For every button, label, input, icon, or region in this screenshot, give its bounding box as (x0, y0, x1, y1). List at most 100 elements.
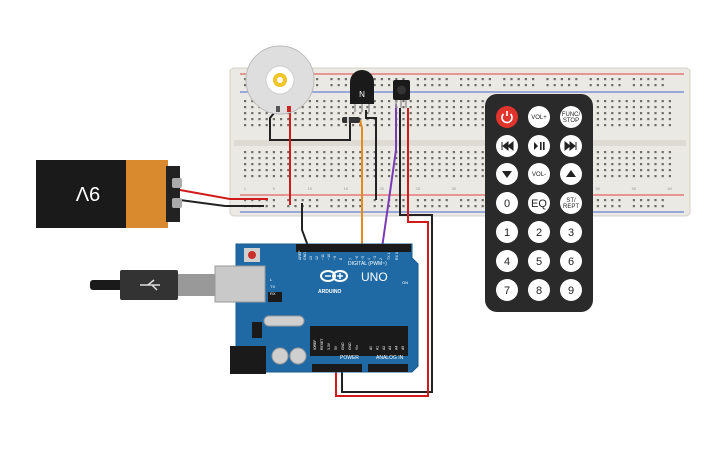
breadboard-hole[interactable] (316, 106, 319, 109)
breadboard-hole[interactable] (460, 199, 463, 202)
remote-button-eight[interactable]: 8 (528, 279, 550, 301)
breadboard-hole[interactable] (604, 112, 607, 115)
breadboard-hole[interactable] (258, 199, 261, 202)
breadboard-hole[interactable] (258, 163, 261, 166)
dc-motor[interactable] (245, 45, 315, 115)
breadboard-hole[interactable] (474, 78, 477, 81)
breadboard-hole[interactable] (467, 151, 470, 154)
breadboard-hole[interactable] (568, 84, 571, 87)
arduino-uno[interactable]: UNO ARDUINO DIGITAL (PWM~) POWER ANALOG … (214, 243, 419, 374)
breadboard-hole[interactable] (424, 169, 427, 172)
breadboard-hole[interactable] (568, 78, 571, 81)
breadboard-hole[interactable] (416, 175, 419, 178)
breadboard-hole[interactable] (445, 205, 448, 208)
breadboard-hole[interactable] (388, 205, 391, 208)
breadboard-hole[interactable] (308, 124, 311, 127)
breadboard-hole[interactable] (258, 118, 261, 121)
breadboard-hole[interactable] (344, 151, 347, 154)
breadboard-hole[interactable] (409, 175, 412, 178)
breadboard-hole[interactable] (452, 175, 455, 178)
breadboard-hole[interactable] (301, 175, 304, 178)
breadboard-hole[interactable] (474, 199, 477, 202)
breadboard-hole[interactable] (359, 163, 362, 166)
breadboard-hole[interactable] (589, 78, 592, 81)
breadboard-hole[interactable] (424, 205, 427, 208)
breadboard-hole[interactable] (402, 157, 405, 160)
breadboard-hole[interactable] (460, 100, 463, 103)
breadboard-hole[interactable] (654, 199, 657, 202)
breadboard-hole[interactable] (647, 151, 650, 154)
breadboard-hole[interactable] (402, 205, 405, 208)
breadboard-hole[interactable] (294, 163, 297, 166)
breadboard-hole[interactable] (625, 163, 628, 166)
breadboard-hole[interactable] (265, 124, 268, 127)
breadboard-hole[interactable] (654, 100, 657, 103)
breadboard-hole[interactable] (251, 106, 254, 109)
breadboard-hole[interactable] (452, 157, 455, 160)
breadboard-hole[interactable] (316, 78, 319, 81)
breadboard-hole[interactable] (301, 163, 304, 166)
breadboard-hole[interactable] (452, 169, 455, 172)
breadboard-hole[interactable] (445, 163, 448, 166)
breadboard-hole[interactable] (467, 199, 470, 202)
breadboard-hole[interactable] (380, 124, 383, 127)
breadboard-hole[interactable] (431, 78, 434, 81)
breadboard-hole[interactable] (431, 169, 434, 172)
breadboard-hole[interactable] (654, 118, 657, 121)
breadboard-hole[interactable] (553, 84, 556, 87)
breadboard-hole[interactable] (402, 163, 405, 166)
breadboard-hole[interactable] (640, 84, 643, 87)
breadboard-hole[interactable] (416, 199, 419, 202)
breadboard-hole[interactable] (661, 175, 664, 178)
breadboard-hole[interactable] (244, 84, 247, 87)
breadboard-hole[interactable] (373, 205, 376, 208)
breadboard-hole[interactable] (431, 84, 434, 87)
breadboard-hole[interactable] (647, 169, 650, 172)
breadboard-hole[interactable] (640, 112, 643, 115)
breadboard-hole[interactable] (596, 106, 599, 109)
breadboard-hole[interactable] (308, 151, 311, 154)
breadboard-hole[interactable] (344, 112, 347, 115)
breadboard-hole[interactable] (330, 205, 333, 208)
breadboard-hole[interactable] (294, 124, 297, 127)
breadboard-hole[interactable] (445, 84, 448, 87)
breadboard-hole[interactable] (618, 151, 621, 154)
breadboard-hole[interactable] (632, 78, 635, 81)
breadboard-hole[interactable] (409, 151, 412, 154)
breadboard-hole[interactable] (596, 169, 599, 172)
breadboard-hole[interactable] (467, 84, 470, 87)
breadboard-hole[interactable] (344, 169, 347, 172)
breadboard-hole[interactable] (265, 175, 268, 178)
breadboard-hole[interactable] (604, 118, 607, 121)
breadboard-hole[interactable] (474, 106, 477, 109)
breadboard-hole[interactable] (532, 84, 535, 87)
breadboard-hole[interactable] (337, 199, 340, 202)
breadboard-hole[interactable] (409, 118, 412, 121)
breadboard-hole[interactable] (647, 106, 650, 109)
breadboard-hole[interactable] (272, 157, 275, 160)
breadboard-hole[interactable] (337, 157, 340, 160)
breadboard-hole[interactable] (244, 106, 247, 109)
breadboard-hole[interactable] (265, 163, 268, 166)
breadboard-hole[interactable] (294, 199, 297, 202)
breadboard-hole[interactable] (438, 106, 441, 109)
breadboard-hole[interactable] (532, 78, 535, 81)
breadboard-hole[interactable] (654, 169, 657, 172)
digital-header[interactable] (296, 244, 411, 252)
breadboard-hole[interactable] (517, 84, 520, 87)
breadboard-hole[interactable] (359, 151, 362, 154)
breadboard-hole[interactable] (661, 100, 664, 103)
breadboard-hole[interactable] (294, 151, 297, 154)
breadboard-hole[interactable] (251, 199, 254, 202)
breadboard-hole[interactable] (344, 100, 347, 103)
breadboard-hole[interactable] (546, 84, 549, 87)
breadboard-hole[interactable] (474, 112, 477, 115)
breadboard-hole[interactable] (359, 205, 362, 208)
breadboard-hole[interactable] (611, 157, 614, 160)
breadboard-hole[interactable] (416, 205, 419, 208)
breadboard-hole[interactable] (359, 169, 362, 172)
breadboard-hole[interactable] (467, 118, 470, 121)
breadboard-hole[interactable] (438, 112, 441, 115)
breadboard-hole[interactable] (409, 157, 412, 160)
breadboard-hole[interactable] (301, 157, 304, 160)
